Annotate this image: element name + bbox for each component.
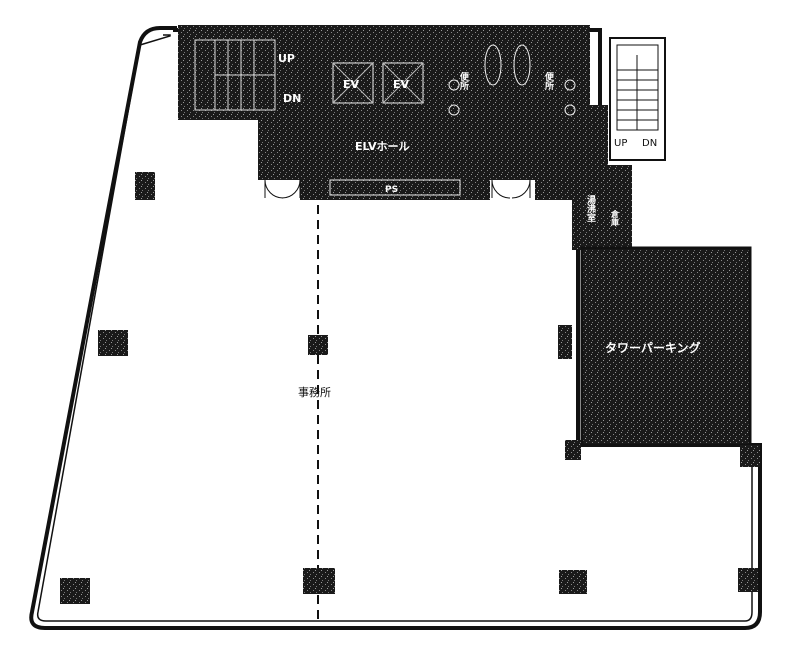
ext-stair-dn-label: DN bbox=[642, 138, 657, 149]
column bbox=[738, 568, 758, 592]
elevator-2 bbox=[382, 62, 424, 104]
external-stair bbox=[609, 37, 666, 161]
office-label: 事務所 bbox=[298, 385, 331, 399]
stair-up-label: UP bbox=[278, 52, 295, 65]
ev2-label: EV bbox=[393, 78, 410, 91]
stair-dn-label: DN bbox=[283, 92, 301, 105]
column bbox=[98, 330, 128, 356]
ev1-label: EV bbox=[343, 78, 360, 91]
columns bbox=[60, 172, 760, 604]
core-area bbox=[178, 25, 632, 250]
elv-hall-label: ELVホール bbox=[355, 140, 410, 153]
ext-stair-up-label: UP bbox=[614, 138, 627, 149]
column bbox=[135, 172, 155, 200]
column bbox=[558, 325, 572, 359]
tower-parking bbox=[580, 246, 752, 447]
tower-parking-label: タワーパーキング bbox=[605, 340, 701, 355]
column bbox=[60, 578, 90, 604]
column bbox=[308, 335, 328, 355]
column bbox=[565, 440, 581, 460]
column bbox=[303, 568, 335, 594]
wc-women-label: 便所 bbox=[543, 71, 554, 91]
ps-label: PS bbox=[385, 185, 398, 195]
column bbox=[740, 445, 760, 467]
door bbox=[264, 179, 301, 199]
elevator-1 bbox=[332, 62, 374, 104]
door bbox=[491, 179, 531, 199]
column bbox=[559, 570, 587, 594]
storage-label: 倉庫 bbox=[610, 209, 620, 227]
wc-men-label: 便所 bbox=[458, 71, 469, 91]
pipe-shaft bbox=[329, 179, 461, 196]
kitchenette-label: 湯沸室 bbox=[585, 194, 596, 222]
